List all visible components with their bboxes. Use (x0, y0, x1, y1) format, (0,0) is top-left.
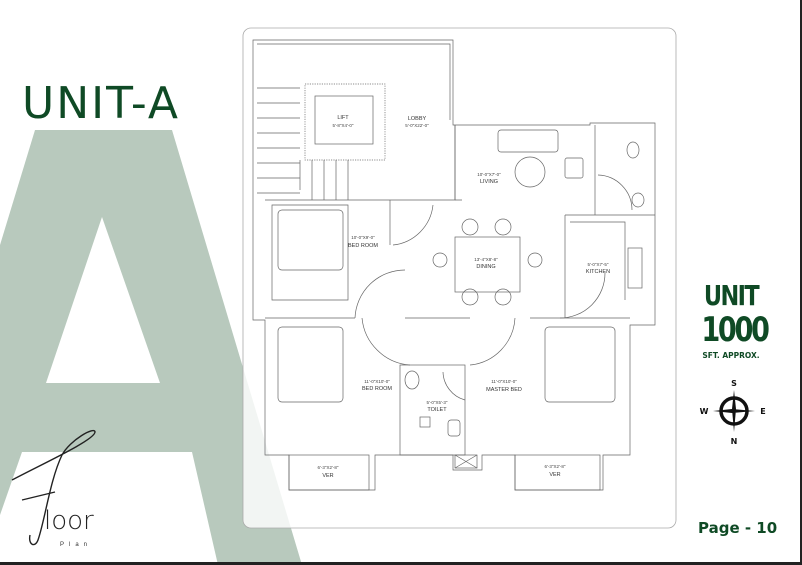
room-dim-bedroom1: 10'-0"X9'-0" (351, 235, 375, 240)
logo-f-icon (11, 429, 96, 546)
logo-text: loor (44, 506, 94, 536)
room-dim-lift: 5'-8"X4'-0" (333, 123, 354, 128)
unit-label: UNIT (703, 279, 760, 312)
room-label-master: MASTER BED (486, 387, 522, 393)
room-dim-bedroom2: 11'-0"X10'-0" (364, 379, 390, 384)
room-dim-ver2: 6'-3"X2'-8" (545, 464, 566, 469)
room-dim-kitchen: 5'-0"X7'-5" (588, 262, 609, 267)
page-number: Page - 10 (698, 519, 778, 537)
room-dim-dining: 13'-4"X8'-8" (474, 257, 498, 262)
compass-icon: S N W E (700, 379, 766, 446)
room-label-living: LIVING (480, 179, 498, 185)
logo-f-crossbar (21, 491, 56, 501)
unit-size: 1000 (701, 310, 770, 350)
room-label-ver1: VER (322, 473, 333, 479)
room-label-dining: DINING (476, 264, 495, 270)
room-dim-living: 10'-0"X7'-0" (477, 172, 501, 177)
unit-size-caption: SFT. APPROX. (702, 351, 760, 360)
room-label-bedroom1: BED ROOM (348, 243, 378, 249)
compass-e: E (760, 407, 765, 416)
room-label-toilet: TOILET (427, 407, 447, 413)
compass-s: S (731, 379, 737, 388)
room-dim-toilet: 5'-0"X5'-3" (427, 400, 448, 405)
page-title: UNIT-A (22, 78, 180, 129)
compass-n: N (731, 437, 738, 446)
room-dim-lobby: 5'-0"X22'-0" (405, 123, 429, 128)
room-dim-master: 11'-0"X10'-0" (491, 379, 517, 384)
room-dim-ver1: 6'-3"X2'-8" (318, 465, 339, 470)
room-label-ver2: VER (549, 472, 560, 478)
room-label-bedroom2: BED ROOM (362, 386, 392, 392)
compass-w: W (700, 407, 709, 416)
unit-size-badge: UNIT 1000 SFT. APPROX. (694, 279, 770, 361)
room-label-kitchen: KITCHEN (586, 269, 610, 275)
logo-subtext: Plan (60, 542, 93, 548)
room-label-lift: LIFT (337, 115, 349, 121)
room-label-lobby: LOBBY (408, 116, 427, 122)
